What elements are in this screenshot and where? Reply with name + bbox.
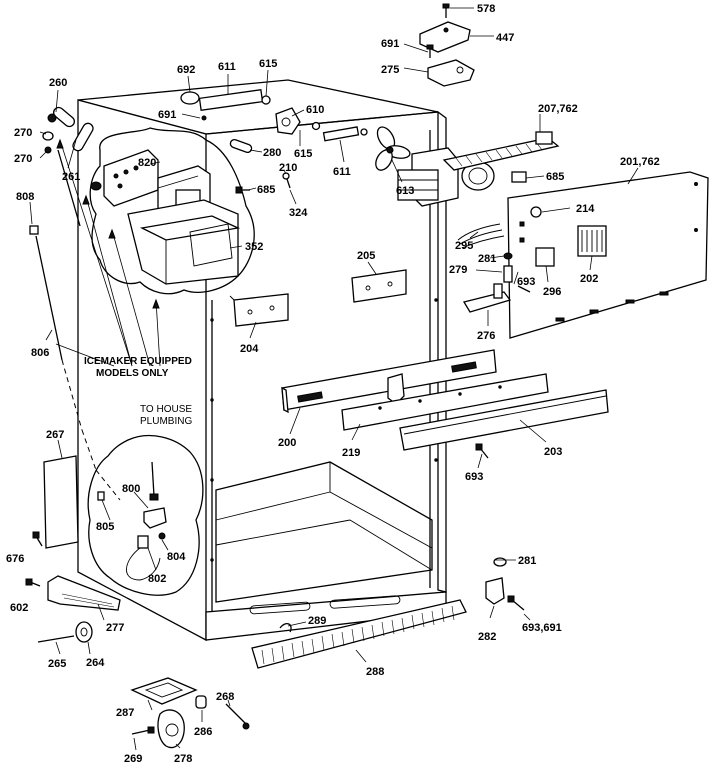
label-261: 261	[62, 171, 80, 183]
label-287: 287	[116, 707, 134, 719]
label-804: 804	[167, 551, 186, 563]
label-352: 352	[245, 241, 263, 253]
icemaker-note-line1: ICEMAKER EQUIPPED	[84, 356, 192, 367]
label-611: 611	[218, 61, 236, 73]
label-613: 613	[396, 185, 414, 197]
label-267: 267	[46, 429, 64, 441]
label-691: 691	[381, 38, 399, 50]
icemaker-callout-lines	[55, 138, 161, 367]
label-270: 270	[14, 153, 32, 165]
label-276: 276	[477, 330, 495, 342]
label-611: 611	[333, 166, 351, 178]
label-602: 602	[10, 602, 28, 614]
label-210: 210	[279, 162, 297, 174]
label-676: 676	[6, 553, 24, 565]
label-280: 280	[263, 147, 281, 159]
label-805: 805	[96, 521, 114, 533]
label-610: 610	[306, 104, 324, 116]
plumbing-note-line2: PLUMBING	[140, 416, 192, 427]
label-201-762: 201,762	[620, 156, 660, 168]
label-204: 204	[240, 343, 259, 355]
label-820: 820	[138, 157, 156, 169]
label-264: 264	[86, 657, 105, 669]
control-panel	[457, 171, 709, 339]
label-282: 282	[478, 631, 496, 643]
label-214: 214	[576, 203, 595, 215]
label-219: 219	[342, 447, 360, 459]
label-806: 806	[31, 347, 49, 359]
label-615: 615	[259, 58, 277, 70]
label-281: 281	[478, 253, 496, 265]
label-693: 693	[517, 276, 535, 288]
label-275: 275	[381, 64, 399, 76]
icemaker-assembly	[89, 127, 255, 295]
water-line-parts	[29, 106, 121, 501]
label-203: 203	[544, 446, 562, 458]
label-205: 205	[357, 250, 375, 262]
label-289: 289	[308, 615, 326, 627]
top-fan-assembly	[180, 3, 560, 207]
label-286: 286	[194, 726, 212, 738]
label-447: 447	[496, 32, 514, 44]
bottom-grille-parts	[130, 557, 525, 749]
label-281: 281	[518, 555, 536, 567]
label-324: 324	[289, 207, 308, 219]
label-288: 288	[366, 666, 384, 678]
label-691: 691	[158, 109, 176, 121]
label-578: 578	[477, 3, 495, 15]
leader-lines	[29, 7, 639, 751]
label-693: 693	[465, 471, 483, 483]
label-685: 685	[546, 171, 564, 183]
label-295: 295	[455, 240, 473, 252]
mullion-parts	[281, 349, 609, 459]
label-615: 615	[294, 148, 312, 160]
fan-blade-icon	[375, 126, 411, 171]
label-802: 802	[148, 573, 166, 585]
label-265: 265	[48, 658, 66, 670]
part-labels: 578 447 691 275 260 692 611 615 691 610 …	[6, 3, 660, 765]
label-693-691: 693,691	[522, 622, 562, 634]
label-800: 800	[122, 483, 140, 495]
label-278: 278	[174, 753, 192, 765]
label-808: 808	[16, 191, 34, 203]
plumbing-note-line1: TO HOUSE	[140, 404, 192, 415]
icemaker-note-line2: MODELS ONLY	[96, 368, 169, 379]
label-270: 270	[14, 127, 32, 139]
label-200: 200	[278, 437, 296, 449]
label-260: 260	[49, 77, 67, 89]
label-692: 692	[177, 64, 195, 76]
label-202: 202	[580, 273, 598, 285]
plumbing-detail	[87, 434, 204, 596]
label-268: 268	[216, 691, 234, 703]
label-207-762: 207,762	[538, 103, 578, 115]
hinge-plates	[229, 269, 407, 327]
label-279: 279	[449, 264, 467, 276]
label-277: 277	[106, 622, 124, 634]
label-269: 269	[124, 753, 142, 765]
label-296: 296	[543, 286, 561, 298]
lower-left-parts	[25, 455, 121, 643]
label-685: 685	[257, 184, 275, 196]
